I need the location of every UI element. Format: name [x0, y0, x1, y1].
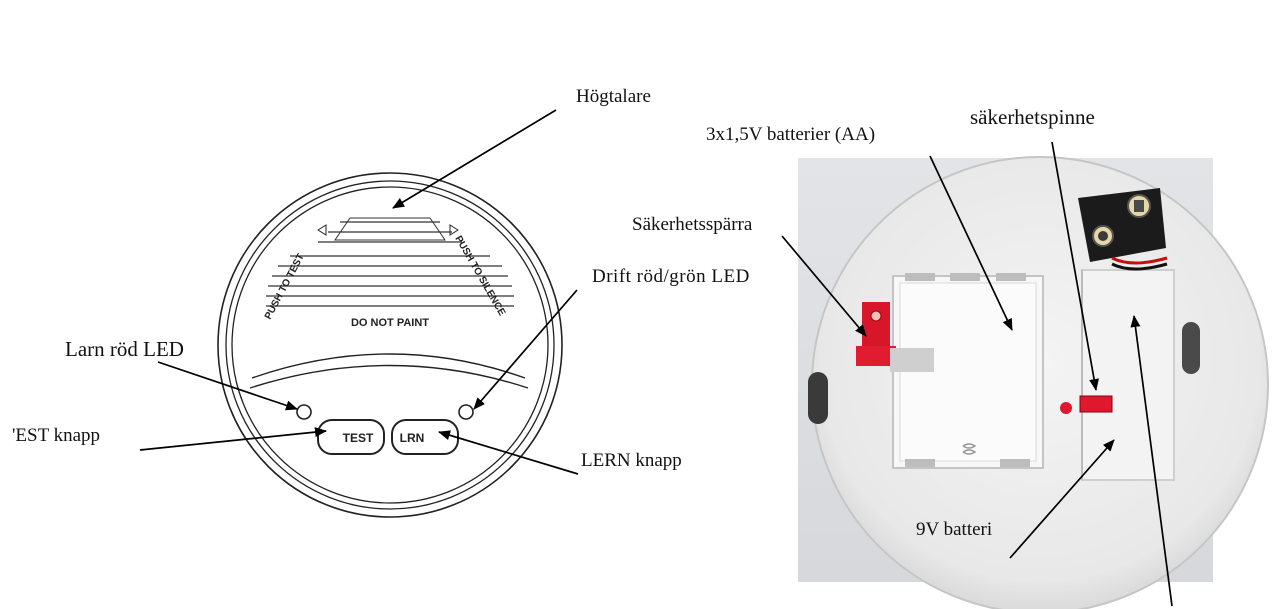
label-aa-batteries: 3x1,5V batterier (AA) [706, 124, 876, 145]
front-view-drawing [217, 172, 563, 518]
battery-compartment-photo [798, 156, 1269, 609]
label-status-led: Drift röd/grön LED [592, 266, 750, 287]
do-not-paint-text: DO NOT PAINT [351, 317, 429, 329]
arrow-alarm-led [157, 361, 298, 411]
label-learn-button: LERN knapp [581, 450, 682, 471]
label-test-button: 'EST knapp [12, 425, 101, 446]
label-alarm-led: Larn röd LED [65, 337, 184, 361]
battery-9v-section [1081, 269, 1175, 481]
status-led-indicator [458, 404, 474, 420]
arrow-learn-button [438, 430, 579, 475]
battery-9v-clip [1078, 188, 1168, 271]
arrow-status-led [473, 289, 578, 410]
arrow-9v-battery [1009, 439, 1115, 559]
arrow-test-button [139, 427, 327, 451]
speaker-grille [266, 217, 514, 307]
red-dot [1060, 402, 1072, 414]
label-speaker: Högtalare [576, 86, 651, 107]
safety-latch-part [856, 302, 934, 372]
arrow-aa-batteries [929, 155, 1013, 331]
arrow-safety-pin [1051, 141, 1100, 391]
arrow-speaker [392, 109, 557, 209]
test-key-text: TEST [343, 431, 374, 445]
safety-pin-part [1079, 395, 1113, 413]
alarm-led-indicator [296, 404, 312, 420]
label-9v-battery: 9V batteri [916, 519, 993, 540]
learn-key-text: LRN [400, 431, 425, 445]
push-to-test-text: PUSH TO TEST [263, 252, 307, 321]
arrow-9v-compartment [1130, 315, 1173, 607]
label-safety-pin: säkerhetspinne [970, 105, 1095, 129]
arrow-safety-latch [781, 235, 867, 337]
label-safety-latch: Säkerhetsspärra [632, 214, 753, 235]
pointer-arrows [139, 109, 1173, 607]
